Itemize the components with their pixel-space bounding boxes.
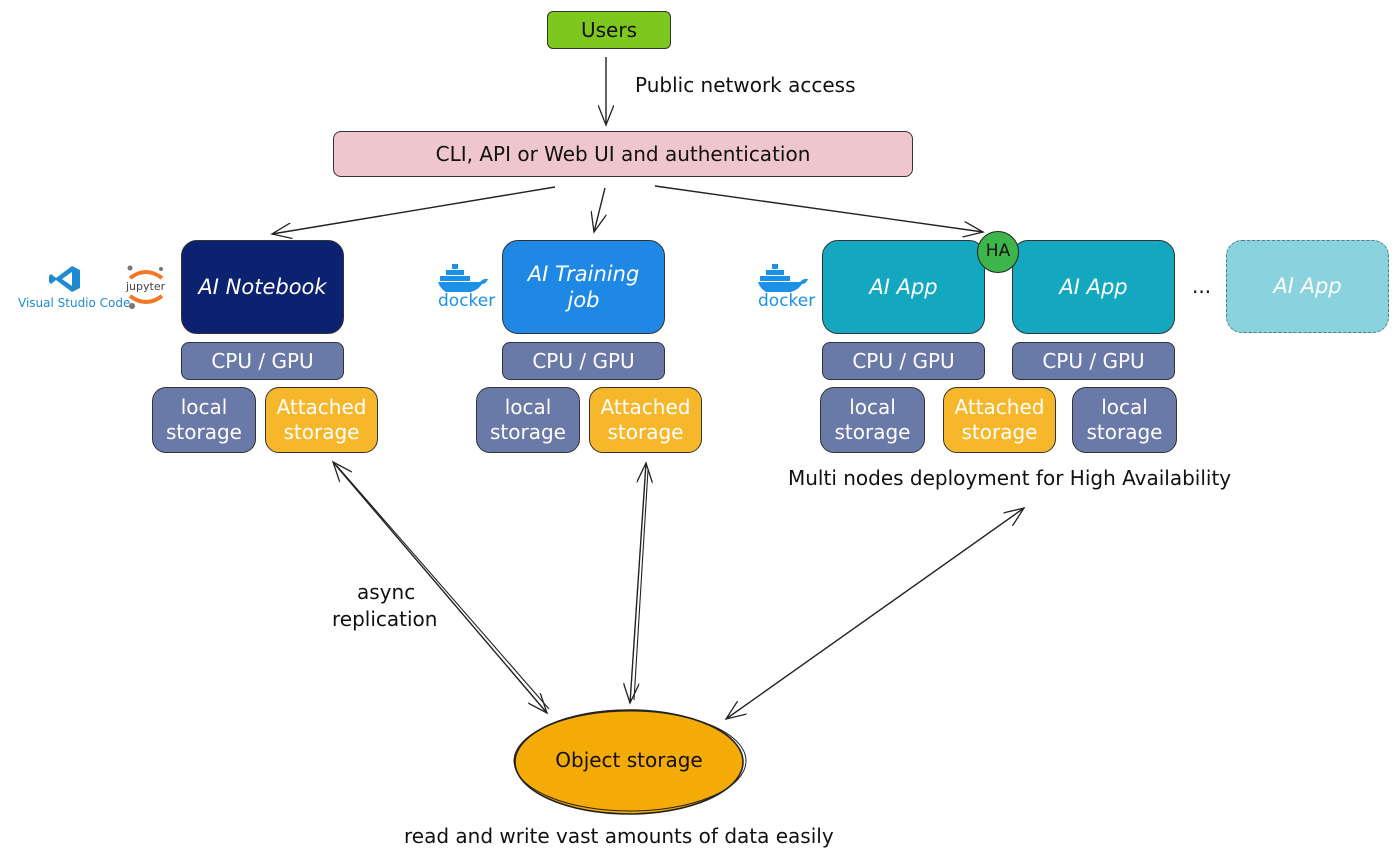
edge-gateway-training [594, 187, 605, 232]
jupyter-icon [127, 265, 164, 309]
training-cpu-gpu: CPU / GPU [502, 342, 665, 380]
docker-label-app: docker [758, 291, 816, 311]
ai-notebook-node: AI Notebook [181, 240, 344, 334]
vscode-icon [49, 266, 80, 292]
jupyter-label: jupyter [126, 280, 166, 293]
edge-app-object [726, 508, 1024, 719]
gateway-label: CLI, API or Web UI and authentication [435, 141, 811, 166]
app1-cpu-gpu: CPU / GPU [822, 342, 985, 380]
ai-app-node-3-faded: AI App [1226, 240, 1389, 333]
docker-label-training: docker [438, 291, 496, 311]
ai-training-label-1: AI Training [527, 261, 640, 286]
training-local-storage: local storage [476, 387, 580, 453]
app-local-storage-2: local storage [1072, 387, 1177, 453]
docker-icon [438, 264, 488, 294]
training-attached-storage: Attached storage [589, 387, 702, 453]
ai-training-label-2: job [567, 288, 600, 312]
object-storage-node: Object storage [515, 740, 743, 780]
more-apps-ellipsis: ... [1192, 274, 1212, 298]
async-label-2: replication [332, 607, 438, 631]
docker-icon [758, 264, 808, 294]
notebook-local-storage: local storage [152, 387, 256, 453]
users-label: Users [580, 17, 637, 42]
ai-app-node-2: AI App [1012, 240, 1175, 334]
public-access-label: Public network access [635, 73, 856, 97]
app2-cpu-gpu: CPU / GPU [1012, 342, 1175, 380]
edge-gateway-notebook [272, 186, 556, 234]
ha-badge: HA [977, 231, 1019, 273]
edge-notebook-object [333, 462, 547, 713]
async-label-1: async [357, 580, 416, 604]
notebook-attached-storage: Attached storage [265, 387, 378, 453]
vscode-label: Visual Studio Code [18, 296, 131, 310]
vscode-logo [48, 264, 82, 294]
multi-nodes-label: Multi nodes deployment for High Availabi… [788, 466, 1232, 490]
object-storage-label: Object storage [555, 748, 703, 772]
notebook-cpu-gpu: CPU / GPU [181, 342, 344, 380]
docker-logo-training: docker [438, 262, 496, 311]
ai-app-node-1: AI App [822, 240, 985, 334]
ai-training-node: AI Training job [502, 240, 665, 334]
app-local-storage-1: local storage [820, 387, 925, 453]
object-storage-shape [514, 709, 744, 815]
gateway-node: CLI, API or Web UI and authentication [333, 131, 913, 177]
edge-training-object [630, 463, 646, 703]
jupyter-logo: jupyter [124, 264, 168, 310]
app-attached-storage: Attached storage [943, 387, 1056, 453]
ai-notebook-label: AI Notebook [198, 274, 327, 299]
edge-gateway-app [654, 185, 983, 232]
read-write-label: read and write vast amounts of data easi… [404, 824, 834, 848]
docker-logo-app: docker [758, 262, 816, 311]
users-node: Users [547, 11, 671, 49]
